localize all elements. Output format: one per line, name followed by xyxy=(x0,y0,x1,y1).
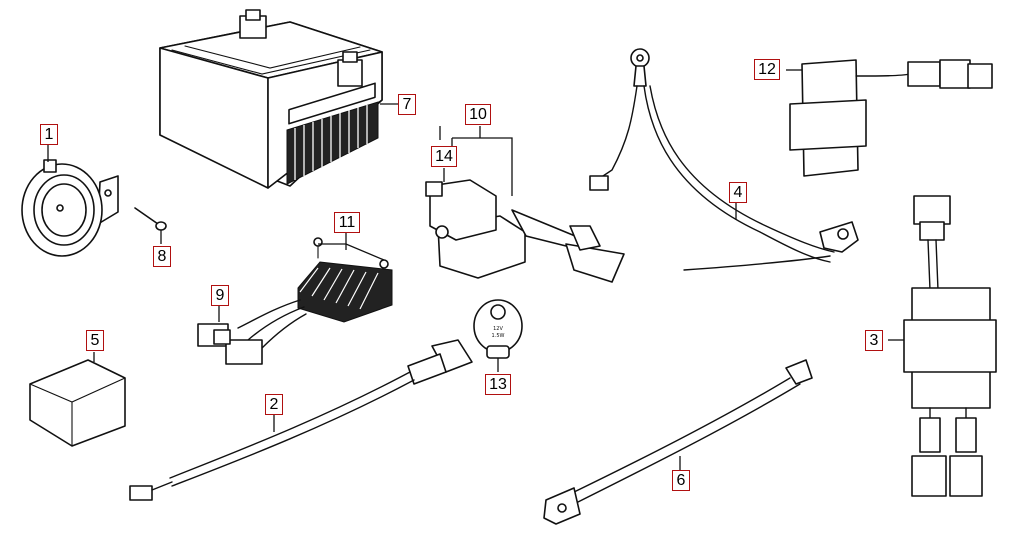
bulb-marking-line1: 12V xyxy=(493,326,503,332)
battery xyxy=(159,9,383,189)
flasher-relay xyxy=(903,195,997,497)
foam-block xyxy=(29,359,126,447)
callout-12: 12 xyxy=(754,59,780,80)
fuse-wire xyxy=(129,339,473,501)
callout-2: 2 xyxy=(265,394,283,415)
rectifier xyxy=(297,237,393,323)
leader-lines xyxy=(47,69,904,470)
battery-cable xyxy=(589,48,859,271)
callout-14: 14 xyxy=(431,146,457,167)
ground-cable xyxy=(543,359,813,525)
callout-7: 7 xyxy=(398,94,416,115)
screw xyxy=(134,207,167,231)
starter-relay xyxy=(425,179,625,283)
bulb-marking-line2: 1.5W xyxy=(492,333,505,339)
callout-1: 1 xyxy=(40,124,58,145)
callout-13: 13 xyxy=(485,374,511,395)
callout-11: 11 xyxy=(334,212,360,233)
callout-6: 6 xyxy=(672,470,690,491)
rectifier-connectors xyxy=(197,299,307,365)
callout-5: 5 xyxy=(86,330,104,351)
callout-10: 10 xyxy=(465,104,491,125)
callout-4: 4 xyxy=(729,182,747,203)
callout-3: 3 xyxy=(865,330,883,351)
relay-small xyxy=(789,59,993,177)
bulb: 12V 1.5W xyxy=(473,299,523,359)
callout-9: 9 xyxy=(211,285,229,306)
horn xyxy=(21,159,119,257)
callout-8: 8 xyxy=(153,246,171,267)
